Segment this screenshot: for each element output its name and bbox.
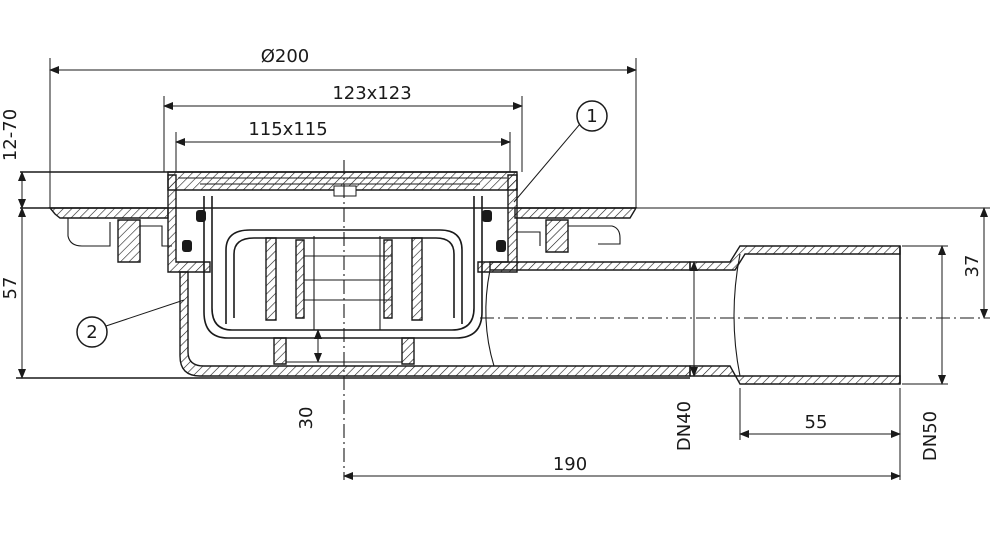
flange-rib-left	[67, 218, 111, 247]
callout-1-bubble	[576, 100, 608, 132]
callout-leaders	[105, 123, 581, 327]
trap-bell-inner	[233, 237, 455, 318]
callout-1-label: 1	[586, 106, 597, 127]
dim-body-height: 57	[0, 277, 21, 300]
dim-frame-size: 123x123	[332, 83, 411, 104]
outlet-top-wall	[489, 261, 691, 271]
trap-rib-right-2	[411, 237, 423, 321]
socket-top	[689, 245, 901, 271]
grate-center-hole	[333, 185, 357, 197]
trap-bell-outer	[225, 229, 463, 324]
grate-inner	[178, 177, 507, 185]
dim-height-adjust: 12-70	[0, 109, 21, 161]
dim-outer-diameter: Ø200	[261, 46, 310, 67]
dim-inner-pipe: DN40	[674, 401, 695, 451]
trap-rib-right	[383, 239, 393, 319]
dim-outlet-length: 190	[553, 454, 587, 475]
trap-stub	[273, 337, 287, 365]
flange-rib-left-2	[140, 225, 172, 247]
flange-right	[514, 207, 638, 219]
socket-bottom	[689, 365, 901, 385]
outlet-inner-curve	[485, 269, 495, 367]
dim-socket-length: 55	[805, 412, 828, 433]
dim-grate-size: 115x115	[248, 119, 327, 140]
seal-left-bottom	[182, 240, 192, 252]
flange-boss-right	[545, 219, 569, 253]
flange-rib-right	[568, 225, 621, 245]
drain-body	[16, 171, 901, 385]
flange-left	[48, 207, 169, 219]
flange-rib-right-2	[515, 231, 541, 246]
trap-stub-right	[401, 337, 415, 365]
dimension-lines	[18, 58, 990, 480]
dim-outlet-offset: 37	[962, 255, 983, 278]
inner-pipe	[304, 236, 392, 330]
trap-bowl-inner	[211, 196, 475, 331]
flange-boss-left	[117, 219, 141, 263]
dim-outer-pipe: DN50	[920, 411, 941, 461]
socket-curve	[733, 253, 741, 377]
trap-bowl-outer	[203, 196, 483, 339]
trap-rib-left-2	[295, 239, 305, 319]
housing-outer	[179, 271, 691, 377]
trap-rib-left	[265, 237, 277, 321]
seal-right-top	[482, 210, 492, 222]
dim-seal-depth: 30	[296, 407, 317, 430]
callout-2-bubble	[76, 316, 108, 348]
seal-right-bottom	[496, 240, 506, 252]
callout-2-label: 2	[86, 322, 97, 343]
center-lines	[343, 160, 990, 480]
